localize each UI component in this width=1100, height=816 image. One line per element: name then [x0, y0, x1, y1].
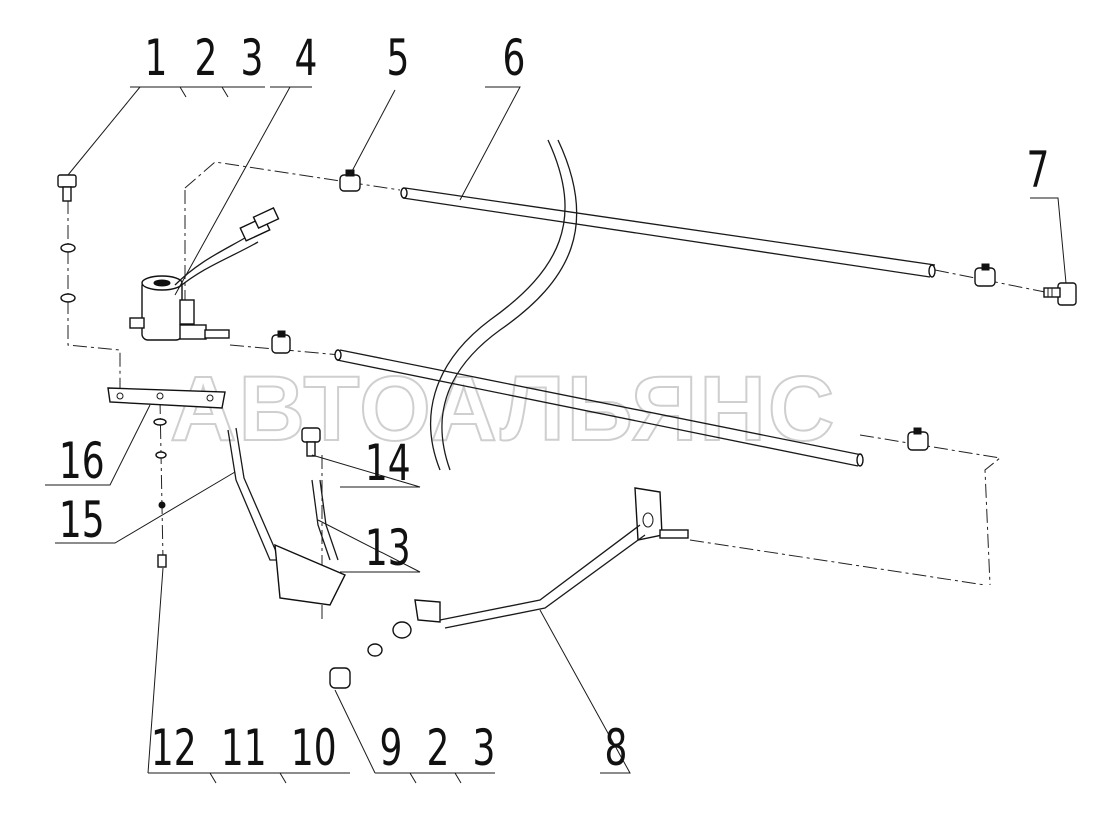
lever-fasteners — [329, 621, 412, 689]
callout-11: 11 — [221, 720, 267, 777]
callout-9: 9 — [379, 720, 402, 777]
callout-3: 3 — [240, 30, 263, 87]
callout-2-lower: 2 — [426, 720, 449, 777]
curved-hose — [430, 139, 578, 471]
bracket-13 — [274, 479, 346, 606]
callout-13: 13 — [365, 520, 411, 577]
lever-arm-8 — [414, 487, 689, 629]
callout-10: 10 — [291, 720, 337, 777]
callout-4: 4 — [294, 30, 317, 87]
callout-8: 8 — [604, 720, 627, 777]
callout-16: 16 — [59, 433, 105, 490]
tube-lower — [334, 349, 864, 467]
washers-lower-left — [153, 418, 167, 568]
elbow-fitting — [1043, 282, 1077, 306]
callout-6: 6 — [502, 30, 525, 87]
callout-12: 12 — [151, 720, 197, 777]
callout-15: 15 — [59, 492, 105, 549]
callout-2: 2 — [194, 30, 217, 87]
callout-1: 1 — [144, 30, 167, 87]
solenoid-valve — [129, 206, 280, 341]
hose-clamp-3 — [974, 263, 996, 287]
callout-5: 5 — [386, 30, 409, 87]
washers-upper-left — [60, 243, 76, 303]
hose-clamp-4 — [907, 427, 929, 451]
tube-upper — [400, 187, 936, 278]
hose-clamp-1 — [339, 169, 361, 192]
callout-7: 7 — [1026, 142, 1049, 199]
leader-lines — [45, 86, 1067, 784]
watermark-text: АВТОАЛЬЯНС — [170, 358, 836, 460]
hose-clamp-2 — [271, 330, 291, 354]
callout-3-lower: 3 — [472, 720, 495, 777]
callout-labels: 1 2 3 4 5 6 7 16 15 14 13 8 12 11 10 9 2… — [59, 30, 1049, 777]
bolt-upper-left — [57, 174, 77, 202]
bracket-plate — [107, 387, 226, 409]
bolt-14 — [301, 427, 321, 457]
callout-14: 14 — [365, 435, 411, 492]
